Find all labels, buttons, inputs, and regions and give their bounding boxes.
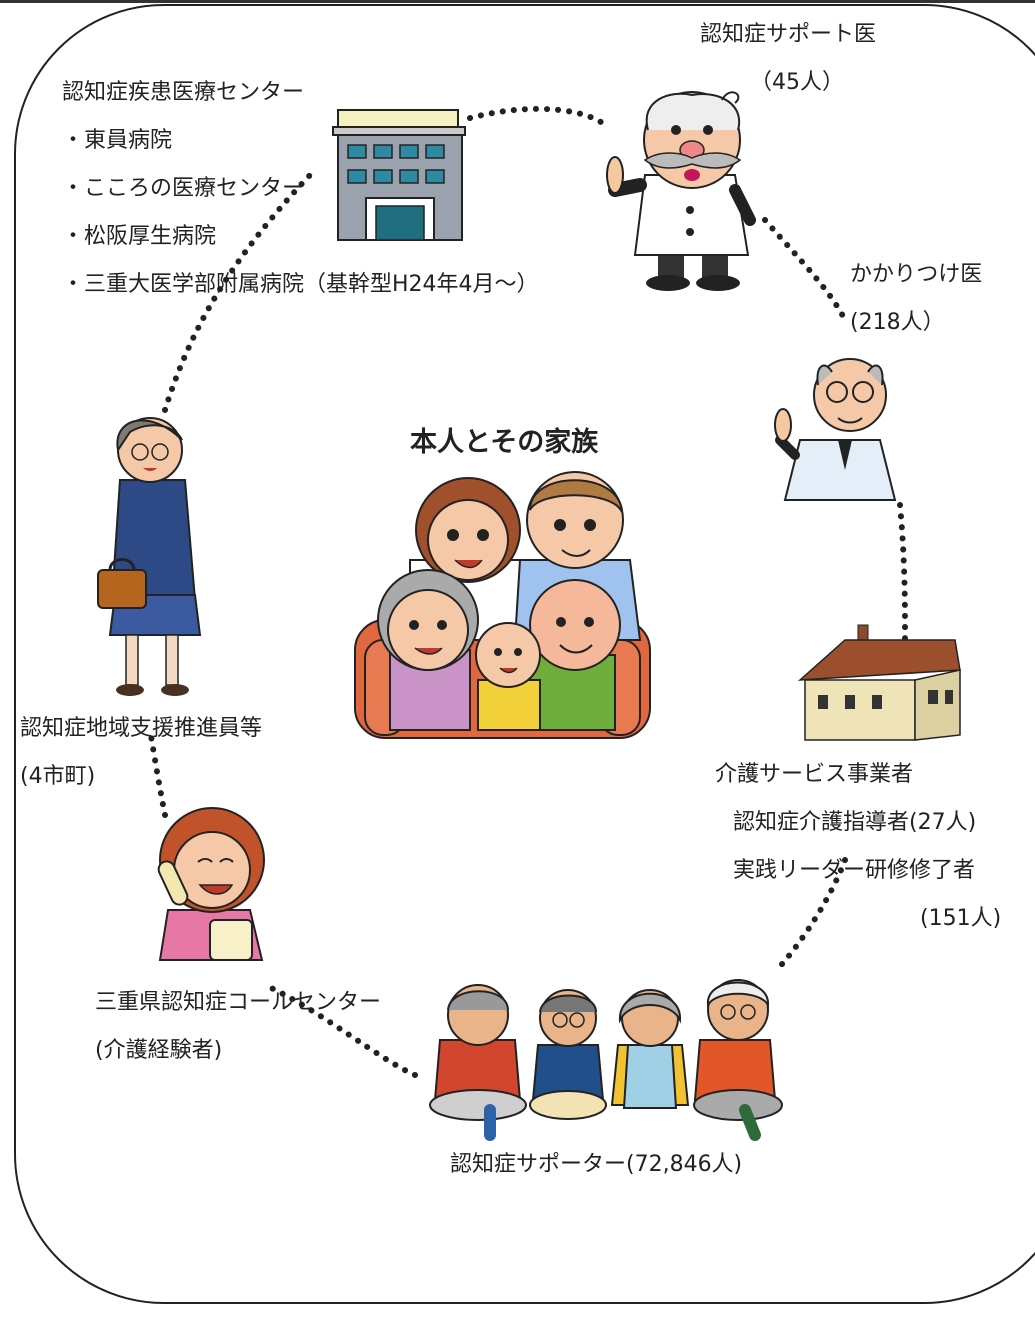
call-center-operator-illustration [157, 807, 265, 961]
care-facility-house-icon [797, 624, 961, 741]
medical-center-item: ・松阪厚生病院 [62, 224, 217, 249]
supporter-4 [693, 979, 783, 1141]
supporters-group-illustration [429, 979, 783, 1141]
regional-supporter-label: 認知症地域支援推進員等 [20, 716, 263, 741]
medical-center-item: ・東員病院 [62, 128, 173, 153]
rounded-frame [14, 4, 1035, 1304]
top-border-line [0, 0, 1035, 3]
center-title: 本人とその家族 [410, 427, 599, 458]
regional-supporter-illustration [97, 417, 202, 696]
care-provider-line3: (151人) [920, 906, 1002, 931]
supporter-1 [429, 984, 527, 1141]
medical-center-heading: 認知症疾患医療センター [62, 80, 305, 105]
care-provider-line2: 実践リーダー研修修了者 [733, 858, 976, 883]
support-doctor-label: 認知症サポート医 [700, 22, 877, 47]
medical-center-item: ・三重大医学部附属病院（基幹型H24年4月～） [62, 272, 539, 297]
family-doctor-label: かかりつけ医 [850, 262, 983, 287]
support-doctor-illustration [606, 91, 756, 291]
family-illustration [354, 471, 651, 739]
supporters-label: 認知症サポーター(72,846人) [450, 1152, 743, 1177]
supporter-2 [529, 989, 607, 1120]
hospital-building-icon [332, 109, 466, 241]
call-center-sub: (介護経験者) [95, 1038, 223, 1063]
support-doctor-count: （45人） [750, 70, 844, 95]
care-provider-line1: 認知症介護指導者(27人) [733, 810, 977, 835]
regional-supporter-sub: (4市町) [20, 764, 96, 789]
call-center-label: 三重県認知症コールセンター [95, 990, 382, 1015]
dotted-connection-path [147, 105, 908, 1078]
supporter-3 [610, 989, 690, 1109]
family-doctor-illustration [774, 358, 897, 501]
family-doctor-count: (218人） [850, 310, 945, 335]
medical-center-item: ・こころの医療センター [62, 176, 305, 201]
care-provider-label: 介護サービス事業者 [715, 762, 914, 787]
